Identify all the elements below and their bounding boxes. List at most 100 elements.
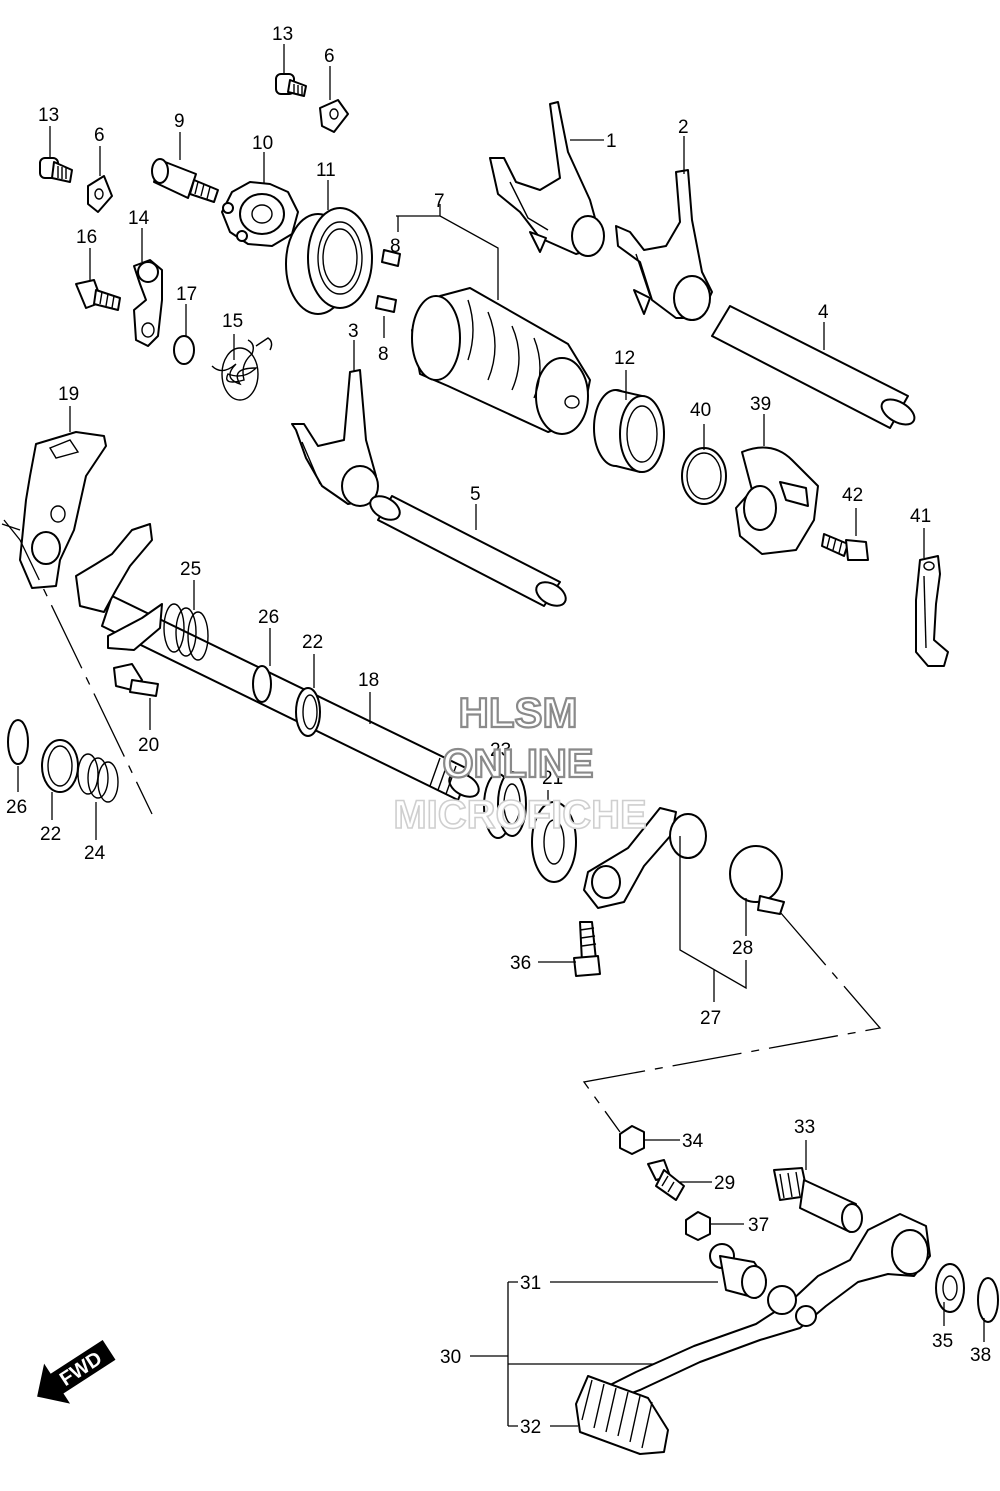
callout-label: 6 bbox=[94, 125, 105, 146]
callout-label: 9 bbox=[174, 111, 185, 132]
callout-label: 4 bbox=[818, 302, 829, 323]
part-nut-34 bbox=[619, 1125, 645, 1155]
part-clamp-39 bbox=[735, 446, 819, 555]
part-bolt-31 bbox=[709, 1243, 767, 1299]
part-shaft-4 bbox=[711, 305, 916, 429]
part-gearshift-shaft-18 bbox=[75, 523, 480, 801]
part-nut-37 bbox=[685, 1211, 711, 1241]
part-oring-40 bbox=[681, 447, 727, 505]
part-screw-13-upper bbox=[275, 73, 307, 97]
callout-label: 27 bbox=[700, 1008, 721, 1029]
part-stopper-arm-14 bbox=[133, 259, 163, 347]
watermark-line2: ONLINE bbox=[442, 742, 593, 786]
callout-label: 10 bbox=[252, 133, 273, 154]
part-washer-21 bbox=[531, 801, 577, 883]
leader-lines bbox=[17, 44, 985, 1427]
part-washer-22 bbox=[295, 687, 321, 737]
callout-label: 6 bbox=[324, 46, 335, 67]
callout-label: 18 bbox=[358, 670, 379, 691]
part-screw-13-left bbox=[39, 157, 73, 183]
callout-label: 41 bbox=[910, 506, 931, 527]
part-bolt-36 bbox=[573, 921, 601, 977]
callout-label: 28 bbox=[732, 938, 753, 959]
callout-label: 8 bbox=[378, 344, 389, 365]
part-spring-15 bbox=[211, 337, 273, 401]
callout-label: 13 bbox=[38, 105, 59, 126]
part-shift-fork-3 bbox=[291, 369, 379, 507]
callout-label: 13 bbox=[272, 24, 293, 45]
part-circlip-26-lower bbox=[7, 719, 29, 765]
callout-label: 37 bbox=[748, 1215, 769, 1236]
dash-dot-reference-lines bbox=[1, 519, 882, 1133]
part-shift-fork-1 bbox=[489, 101, 605, 257]
callout-label: 25 bbox=[180, 559, 201, 580]
callout-label: 29 bbox=[714, 1173, 735, 1194]
callout-label: 30 bbox=[440, 1347, 461, 1368]
callout-label: 5 bbox=[470, 484, 481, 505]
part-bolt-42 bbox=[821, 533, 869, 561]
part-circlip-38 bbox=[977, 1277, 999, 1323]
part-bearing-23 bbox=[483, 771, 527, 839]
callout-label: 39 bbox=[750, 394, 771, 415]
part-shift-lever-27 bbox=[583, 807, 707, 909]
callout-label: 14 bbox=[128, 208, 150, 229]
callout-labels: 13 6 13 6 9 10 11 7 8 8 1 2 4 16 14 17 1… bbox=[6, 24, 991, 1438]
callout-label: 17 bbox=[176, 284, 197, 305]
callout-label: 36 bbox=[510, 953, 531, 974]
part-rod-end-28 bbox=[729, 845, 785, 915]
part-plate-19 bbox=[19, 431, 107, 589]
callout-label: 40 bbox=[690, 400, 711, 421]
callout-label: 32 bbox=[520, 1417, 541, 1438]
callout-label: 35 bbox=[932, 1331, 953, 1352]
callout-label: 3 bbox=[348, 321, 359, 342]
part-shaft-5 bbox=[369, 495, 567, 607]
watermark: HLSM ONLINE MICROFICHE bbox=[393, 688, 648, 838]
callout-label: 2 bbox=[678, 117, 689, 138]
part-cam-plate-10 bbox=[221, 181, 299, 247]
callout-label: 22 bbox=[302, 632, 323, 653]
callout-label: 42 bbox=[842, 485, 863, 506]
part-spring-25 bbox=[163, 603, 209, 661]
callout-label: 22 bbox=[40, 824, 61, 845]
watermark-line1: HLSM bbox=[459, 689, 578, 736]
fwd-direction-badge: FWD bbox=[37, 1339, 116, 1404]
callout-label: 19 bbox=[58, 384, 79, 405]
callout-label: 34 bbox=[682, 1131, 704, 1152]
part-shift-cam-drum-7 bbox=[411, 287, 591, 435]
callout-label: 11 bbox=[316, 160, 336, 181]
callout-label: 33 bbox=[794, 1117, 815, 1138]
part-band-41 bbox=[915, 555, 949, 667]
callout-label: 12 bbox=[614, 348, 635, 369]
part-washer-6-upper bbox=[319, 99, 349, 133]
callout-label: 16 bbox=[76, 227, 97, 248]
callout-label: 21 bbox=[542, 768, 563, 789]
part-footpeg-rubber-32 bbox=[575, 1375, 669, 1455]
part-washer-22-lower bbox=[41, 739, 79, 793]
part-washer-35 bbox=[935, 1263, 965, 1313]
part-bolt-16 bbox=[75, 279, 121, 311]
callout-label: 1 bbox=[606, 131, 617, 152]
callout-label: 31 bbox=[520, 1273, 541, 1294]
callout-label: 7 bbox=[434, 191, 445, 212]
callout-label: 20 bbox=[138, 735, 159, 756]
callout-label: 26 bbox=[258, 607, 279, 628]
part-washer-6-left bbox=[87, 175, 113, 213]
part-shift-fork-2 bbox=[615, 169, 713, 321]
callout-label: 26 bbox=[6, 797, 27, 818]
callout-label: 24 bbox=[84, 843, 106, 864]
part-bearing-11 bbox=[285, 207, 373, 315]
part-pins-8 bbox=[375, 249, 401, 313]
callout-label: 15 bbox=[222, 311, 243, 332]
part-gearshift-lever-30 bbox=[595, 1213, 931, 1405]
part-bolt-29 bbox=[647, 1159, 685, 1201]
part-pin-20 bbox=[113, 663, 159, 697]
part-pivot-bolt-33 bbox=[773, 1167, 863, 1233]
part-pin-9 bbox=[151, 158, 219, 203]
part-spring-24 bbox=[77, 753, 119, 803]
part-washer-17 bbox=[173, 335, 195, 365]
callout-label: 23 bbox=[490, 740, 511, 761]
callout-label: 38 bbox=[970, 1345, 991, 1366]
watermark-line3: MICROFICHE bbox=[393, 793, 646, 837]
callout-label: 8 bbox=[390, 236, 401, 257]
